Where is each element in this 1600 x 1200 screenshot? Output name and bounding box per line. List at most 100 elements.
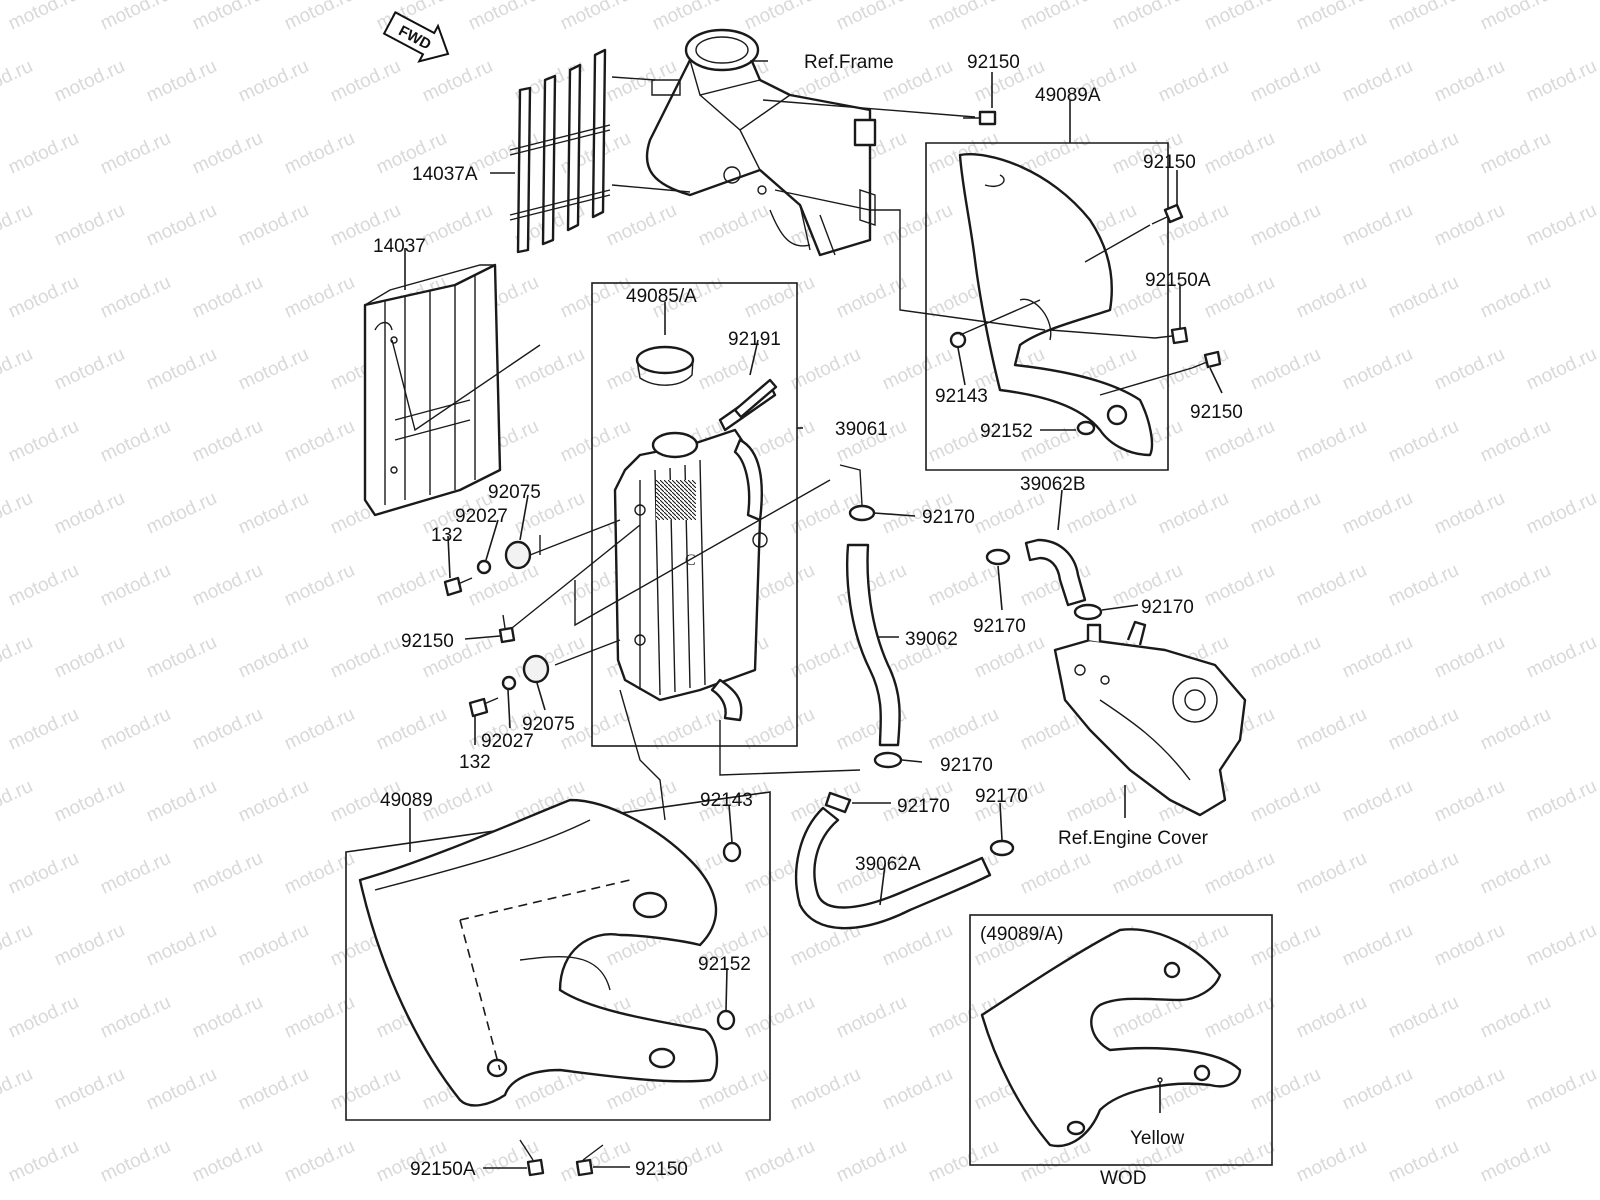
watermark-text: motod.ru [327,1064,404,1115]
watermark-text: motod.ru [143,920,220,971]
watermark-text: motod.ru [97,560,174,611]
watermark-text: motod.ru [1247,632,1324,683]
watermark-text: motod.ru [1293,560,1370,611]
watermark-text: motod.ru [971,488,1048,539]
label-92143-r: 92143 [935,386,988,407]
watermark-text: motod.ru [1293,992,1370,1043]
watermark-text: motod.ru [1293,848,1370,899]
watermark-text: motod.ru [1385,560,1462,611]
watermark-text: motod.ru [465,0,542,35]
watermark-text: motod.ru [97,1136,174,1187]
watermark-text: motod.ru [1431,920,1508,971]
watermark-text: motod.ru [1477,848,1554,899]
watermark-text: motod.ru [0,1064,36,1115]
watermark-text: motod.ru [1477,704,1554,755]
watermark-text: motod.ru [1431,776,1508,827]
watermark-text: motod.ru [1247,920,1324,971]
watermark-text: motod.ru [1247,200,1324,251]
watermark-text: motod.ru [1339,920,1416,971]
watermark-text: motod.ru [1155,56,1232,107]
watermark-text: motod.ru [281,0,358,35]
watermark-text: motod.ru [1293,1136,1370,1187]
watermark-text: motod.ru [0,488,36,539]
hose-39062A [794,806,992,930]
watermark-text: motod.ru [971,632,1048,683]
watermark-text: motod.ru [1477,416,1554,467]
watermark-text: motod.ru [1385,128,1462,179]
watermark-text: motod.ru [1293,272,1370,323]
label-39062: 39062 [905,629,958,650]
watermark-text: motod.ru [373,560,450,611]
label-ref-frame: Ref.Frame [804,52,894,73]
watermark-text: motod.ru [143,200,220,251]
inset-title: (49089/A) [980,924,1063,945]
watermark-text: motod.ru [1431,488,1508,539]
watermark-text: motod.ru [5,0,82,35]
watermark-text: motod.ru [833,1136,910,1187]
hose-joint [824,791,852,814]
watermark-text: motod.ru [0,344,36,395]
watermark-text: motod.ru [1339,200,1416,251]
label-14037: 14037 [373,236,426,257]
watermark-text: motod.ru [189,272,266,323]
watermark-text: motod.ru [1523,1064,1600,1115]
frame-drawing [645,28,877,257]
watermark-text: motod.ru [189,1136,266,1187]
watermark-text: motod.ru [1431,200,1508,251]
watermark-text: motod.ru [97,128,174,179]
watermark-text: motod.ru [1523,488,1600,539]
label-92150-r2: 92150 [1190,402,1243,423]
label-49089A: 49089A [1035,85,1101,106]
watermark-text: motod.ru [925,1136,1002,1187]
watermark-text: motod.ru [1201,1136,1278,1187]
label-49089: 49089 [380,790,433,811]
watermark-text: motod.ru [1385,272,1462,323]
watermark-text: motod.ru [143,632,220,683]
watermark-text: motod.ru [1431,56,1508,107]
watermark-text: motod.ru [189,560,266,611]
watermark-text: motod.ru [1477,0,1554,35]
watermark-text: motod.ru [1247,344,1324,395]
watermark-text: motod.ru [51,632,128,683]
watermark-text: motod.ru [1477,560,1554,611]
label-92150-r1: 92150 [1143,152,1196,173]
watermark-text: motod.ru [1247,488,1324,539]
watermark-text: motod.ru [1293,0,1370,35]
watermark-text: motod.ru [189,704,266,755]
watermark-text: motod.ru [281,416,358,467]
label-92150A-b: 92150A [410,1159,476,1180]
watermark-text: motod.ru [235,344,312,395]
watermark-text: motod.ru [5,848,82,899]
watermark-text: motod.ru [1201,848,1278,899]
radiator-shroud-14037 [363,263,502,517]
watermark-text: motod.ru [1201,0,1278,35]
watermark-text: motod.ru [143,488,220,539]
watermark-text: motod.ru [1523,200,1600,251]
watermark-text: motod.ru [235,1064,312,1115]
watermark-text: motod.ru [5,1136,82,1187]
watermark-text: motod.ru [1431,632,1508,683]
watermark-text: motod.ru [1339,776,1416,827]
label-92150-top: 92150 [967,52,1020,73]
watermark-text: motod.ru [1155,344,1232,395]
radiator-guard-14037A [509,48,611,254]
label-92150-b: 92150 [635,1159,688,1180]
watermark-text: motod.ru [833,0,910,35]
watermark-text: motod.ru [879,920,956,971]
watermark-text: motod.ru [1431,344,1508,395]
clamp-icons [848,504,1103,857]
watermark-text: motod.ru [1523,632,1600,683]
watermark-text: motod.ru [1293,128,1370,179]
label-92143-l: 92143 [700,790,753,811]
label-92170-f: 92170 [975,786,1028,807]
watermark-text: motod.ru [925,0,1002,35]
leader-lines [391,60,1223,1169]
watermark-text: motod.ru [741,272,818,323]
label-92170-e: 92170 [897,796,950,817]
label-49085A: 49085/A [626,286,697,307]
watermark-text: motod.ru [189,0,266,35]
watermark-text: motod.ru [1477,272,1554,323]
watermark-text: motod.ru [97,992,174,1043]
watermark-text: motod.ru [1155,488,1232,539]
